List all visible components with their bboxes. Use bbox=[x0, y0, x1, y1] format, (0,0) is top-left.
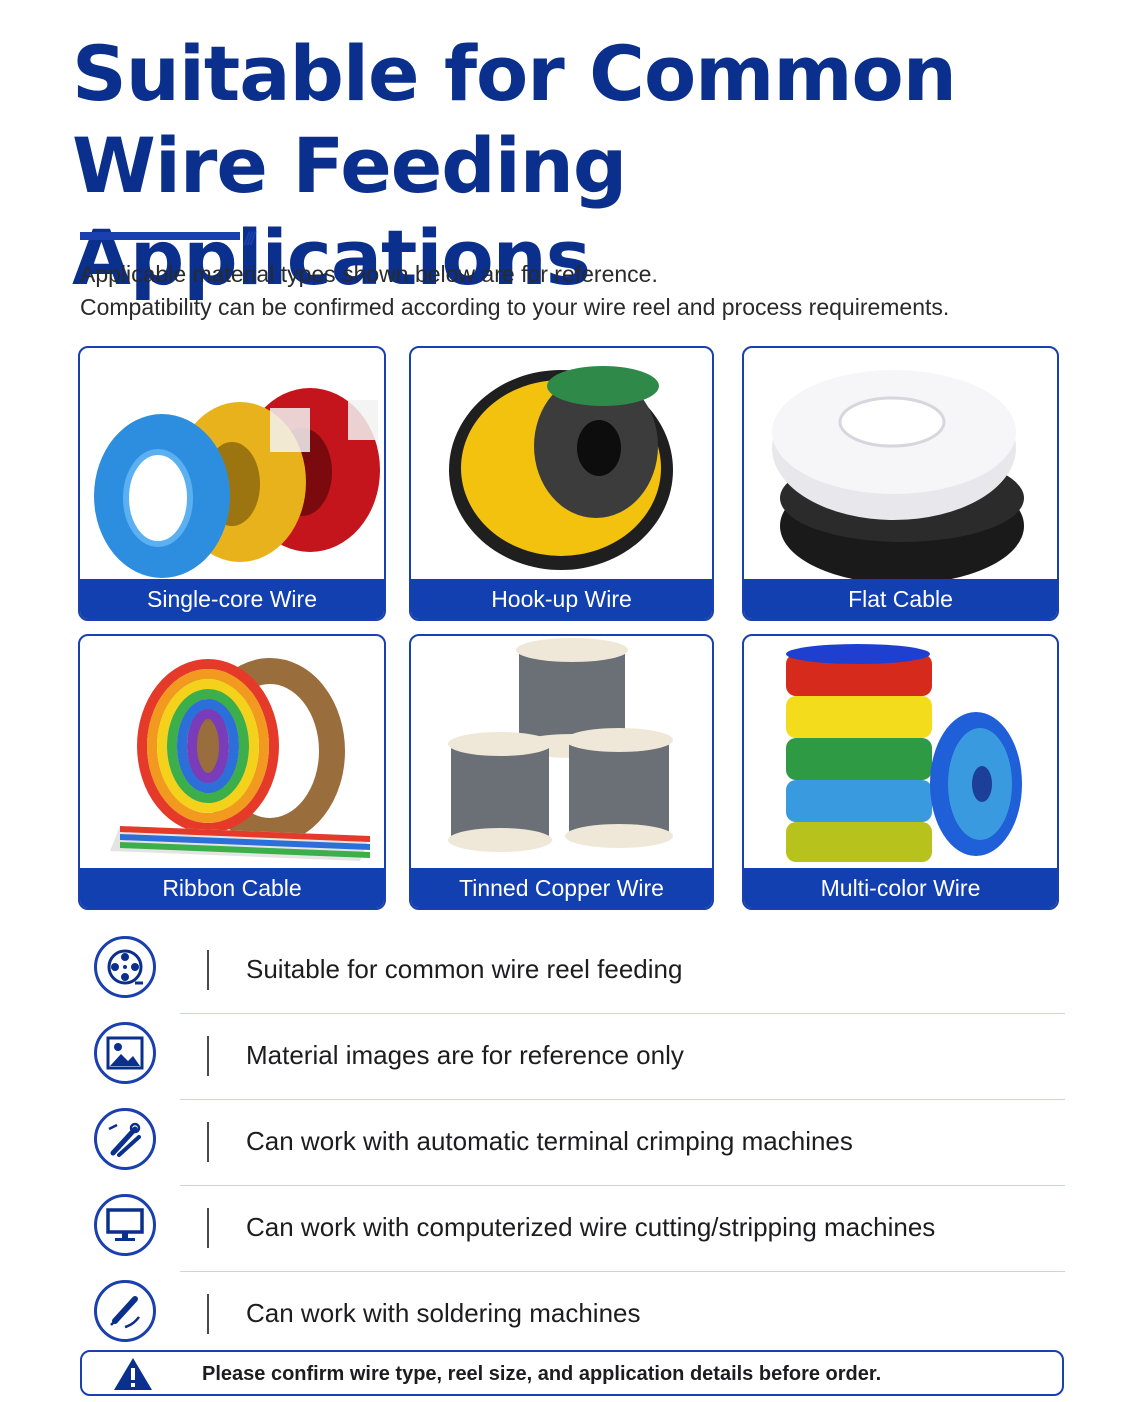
material-label: Single-core Wire bbox=[80, 579, 384, 619]
hook-up-wire-image bbox=[449, 366, 673, 570]
image-icon bbox=[94, 1022, 156, 1084]
feature-text: Material images are for reference only bbox=[246, 1040, 684, 1070]
warning-icon bbox=[114, 1358, 152, 1390]
film-reel-icon bbox=[94, 936, 156, 998]
title-underline bbox=[80, 232, 240, 240]
notice-text: Please confirm wire type, reel size, and… bbox=[202, 1363, 882, 1385]
feature-item: Material images are for reference only bbox=[80, 1014, 1065, 1100]
subtitle-line-2: Compatibility can be confirmed according… bbox=[80, 294, 950, 320]
feature-item: Can work with computerized wire cutting/… bbox=[80, 1186, 1065, 1272]
feature-text: Suitable for common wire reel feeding bbox=[246, 954, 683, 984]
material-label: Flat Cable bbox=[744, 579, 1057, 619]
feature-item: Suitable for common wire reel feeding bbox=[80, 928, 1065, 1014]
material-label: Multi-color Wire bbox=[744, 868, 1057, 908]
soldering-iron-icon bbox=[94, 1280, 156, 1342]
multi-color-wire-image bbox=[786, 644, 1022, 862]
notice-bar: Please confirm wire type, reel size, and… bbox=[80, 1350, 1064, 1396]
material-label: Ribbon Cable bbox=[80, 868, 384, 908]
material-card-single-core: Single-core Wire bbox=[78, 346, 386, 621]
material-card-tinned-copper: Tinned Copper Wire bbox=[409, 634, 714, 910]
feature-text: Can work with soldering machines bbox=[246, 1298, 641, 1328]
feature-item: Can work with automatic terminal crimpin… bbox=[80, 1100, 1065, 1186]
subtitle: Applicable material types shown below ar… bbox=[80, 258, 1080, 324]
slash-decoration: /// bbox=[244, 229, 255, 249]
title-line-1: Suitable for Common bbox=[72, 29, 957, 118]
feature-text: Can work with computerized wire cutting/… bbox=[246, 1212, 936, 1242]
material-card-multi-color: Multi-color Wire bbox=[742, 634, 1059, 910]
feature-text: Can work with automatic terminal crimpin… bbox=[246, 1126, 853, 1156]
monitor-icon bbox=[94, 1194, 156, 1256]
material-label: Tinned Copper Wire bbox=[411, 868, 712, 908]
single-core-wire-image bbox=[94, 388, 380, 578]
title-line-2: Wire Feeding Applications bbox=[72, 121, 627, 302]
page-title: Suitable for Common Wire Feeding Applica… bbox=[72, 28, 1092, 304]
subtitle-line-1: Applicable material types shown below ar… bbox=[80, 261, 658, 287]
material-card-ribbon-cable: Ribbon Cable bbox=[78, 634, 386, 910]
material-card-flat-cable: Flat Cable bbox=[742, 346, 1059, 621]
material-card-hook-up: Hook-up Wire bbox=[409, 346, 714, 621]
tinned-copper-wire-image bbox=[448, 638, 673, 852]
feature-item: Can work with soldering machines bbox=[80, 1272, 1065, 1358]
ribbon-cable-image bbox=[110, 658, 370, 861]
crimping-tool-icon bbox=[94, 1108, 156, 1170]
material-label: Hook-up Wire bbox=[411, 579, 712, 619]
flat-cable-image bbox=[772, 370, 1024, 580]
